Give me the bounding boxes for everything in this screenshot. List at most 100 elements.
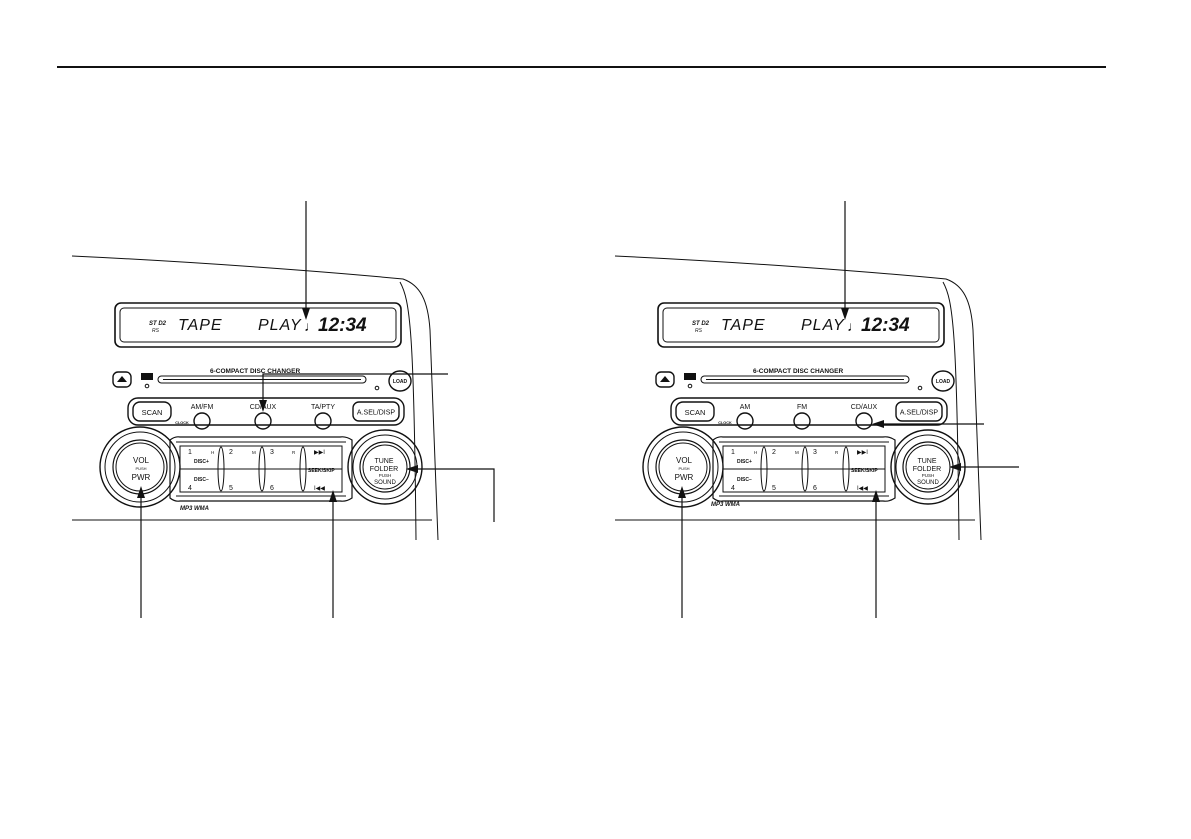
asel-disp-button[interactable]: A.SEL/DISP (352, 401, 400, 422)
callout-tune (418, 468, 495, 522)
eject-button[interactable] (655, 371, 675, 388)
right-panel: ST D2 RS TAPE PLAY ♩ 12:34 6-COMPACT DIS… (614, 201, 1019, 618)
seek-skip-label: SEEK/SKIP (308, 468, 335, 474)
band-button[interactable] (193, 412, 211, 430)
preset-1-sub: H (754, 450, 757, 455)
display-status-top: ST D2 (692, 321, 710, 327)
display-window (114, 302, 402, 348)
pwr-label: PWR (132, 473, 151, 482)
asel-disp-label: A.SEL/DISP (900, 410, 938, 417)
display-source: TAPE (178, 317, 223, 334)
cd-aux-button[interactable] (254, 412, 272, 430)
pwr-label: PWR (675, 473, 694, 482)
preset-1[interactable]: 1 (188, 449, 192, 456)
cd-slot (700, 375, 910, 384)
preset-4[interactable]: 4 (731, 485, 735, 492)
preset-3[interactable]: 3 (813, 449, 817, 456)
scan-button[interactable]: SCAN (675, 401, 715, 422)
preset-5[interactable]: 5 (229, 485, 233, 492)
eject-button[interactable] (112, 371, 132, 388)
preset-6[interactable]: 6 (813, 485, 817, 492)
disc-up-label: DISC+ (194, 459, 209, 465)
vol-label: VOL (133, 456, 150, 465)
cd-aux-button[interactable] (855, 412, 873, 430)
scan-label: SCAN (685, 408, 706, 417)
ta-pty-button[interactable] (314, 412, 332, 430)
vol-label: VOL (676, 456, 693, 465)
load-button[interactable]: LOAD (931, 370, 955, 392)
display-time: 12:34 (318, 315, 367, 336)
am-button[interactable] (736, 412, 754, 430)
tune-label: TUNE (917, 458, 936, 465)
rds-text-icon (141, 373, 153, 389)
preset-labels: 1 H 2 M 3 R ▶▶I DISC+ DISC− SEEK/SKIP 4 … (731, 449, 878, 492)
preset-2[interactable]: 2 (772, 449, 776, 456)
changer-title: 6-COMPACT DISC CHANGER (753, 368, 843, 375)
tune-push-label: PUSH (379, 473, 392, 478)
display-window (657, 302, 945, 348)
display-note-icon: ♩ (304, 318, 318, 334)
seek-skip-label: SEEK/SKIP (851, 468, 878, 474)
housing-outline (614, 255, 982, 541)
folder-label: FOLDER (913, 466, 941, 473)
display-status-bottom: RS (695, 328, 703, 334)
format-label: MP3 WMA (180, 506, 209, 512)
clock-label: CLOCK (718, 421, 732, 425)
disc-down-label: DISC− (737, 477, 752, 483)
clock-label: CLOCK (175, 421, 189, 425)
preset-4[interactable]: 4 (188, 485, 192, 492)
sound-label: SOUND (374, 480, 396, 486)
display-status-top: ST D2 (149, 321, 167, 327)
am-label: AM (740, 404, 751, 411)
seek-down-icon[interactable]: I◀◀ (857, 486, 868, 492)
seek-up-icon[interactable]: ▶▶I (314, 450, 325, 456)
band-label: AM/FM (191, 404, 214, 411)
seek-up-icon[interactable]: ▶▶I (857, 450, 868, 456)
housing-inner-edge (399, 281, 417, 541)
volume-knob[interactable]: VOL PUSH PWR (642, 426, 724, 508)
preset-2-sub: M (252, 450, 256, 455)
vol-push-label: PUSH (678, 466, 689, 471)
sound-label: SOUND (917, 480, 939, 486)
preset-dividers (760, 446, 850, 492)
display-note-icon: ♩ (847, 318, 861, 334)
housing-inner-edge (942, 281, 960, 541)
preset-bank-outline (712, 436, 896, 502)
changer-title: 6-COMPACT DISC CHANGER (210, 368, 300, 375)
seek-down-icon[interactable]: I◀◀ (314, 486, 325, 492)
callouts (137, 201, 495, 618)
preset-3-sub: R (835, 450, 839, 455)
cd-slot (157, 375, 367, 384)
display-source: TAPE (721, 317, 766, 334)
vol-push-label: PUSH (135, 466, 146, 471)
display-mode: PLAY (258, 317, 302, 334)
preset-2-sub: M (795, 450, 799, 455)
display-mode: PLAY (801, 317, 845, 334)
preset-3[interactable]: 3 (270, 449, 274, 456)
preset-1[interactable]: 1 (731, 449, 735, 456)
folder-label: FOLDER (370, 466, 398, 473)
preset-bank-outline (169, 436, 353, 502)
disc-down-label: DISC− (194, 477, 209, 483)
format-label: MP3 WMA (711, 502, 740, 508)
tune-knob[interactable]: TUNE FOLDER PUSH SOUND (347, 429, 423, 505)
indicator-led (374, 385, 380, 391)
preset-2[interactable]: 2 (229, 449, 233, 456)
display-window-inner (119, 307, 397, 343)
scan-label: SCAN (142, 408, 163, 417)
display-window-inner (662, 307, 940, 343)
rds-text-icon (684, 373, 696, 389)
left-panel: ST D2 RS TAPE PLAY ♩ 12:34 6-COMPACT DIS… (71, 201, 495, 618)
fm-button[interactable] (793, 412, 811, 430)
preset-labels: 1 H 2 M 3 R ▶▶I DISC+ DISC− SEEK/SKIP 4 … (188, 449, 335, 492)
load-button[interactable]: LOAD (388, 370, 412, 392)
preset-5[interactable]: 5 (772, 485, 776, 492)
ta-pty-label: TA/PTY (311, 404, 335, 411)
housing-outline (71, 255, 439, 541)
asel-disp-button[interactable]: A.SEL/DISP (895, 401, 943, 422)
scan-button[interactable]: SCAN (132, 401, 172, 422)
button-bar (127, 397, 405, 426)
eject-icon (117, 376, 127, 382)
preset-6[interactable]: 6 (270, 485, 274, 492)
